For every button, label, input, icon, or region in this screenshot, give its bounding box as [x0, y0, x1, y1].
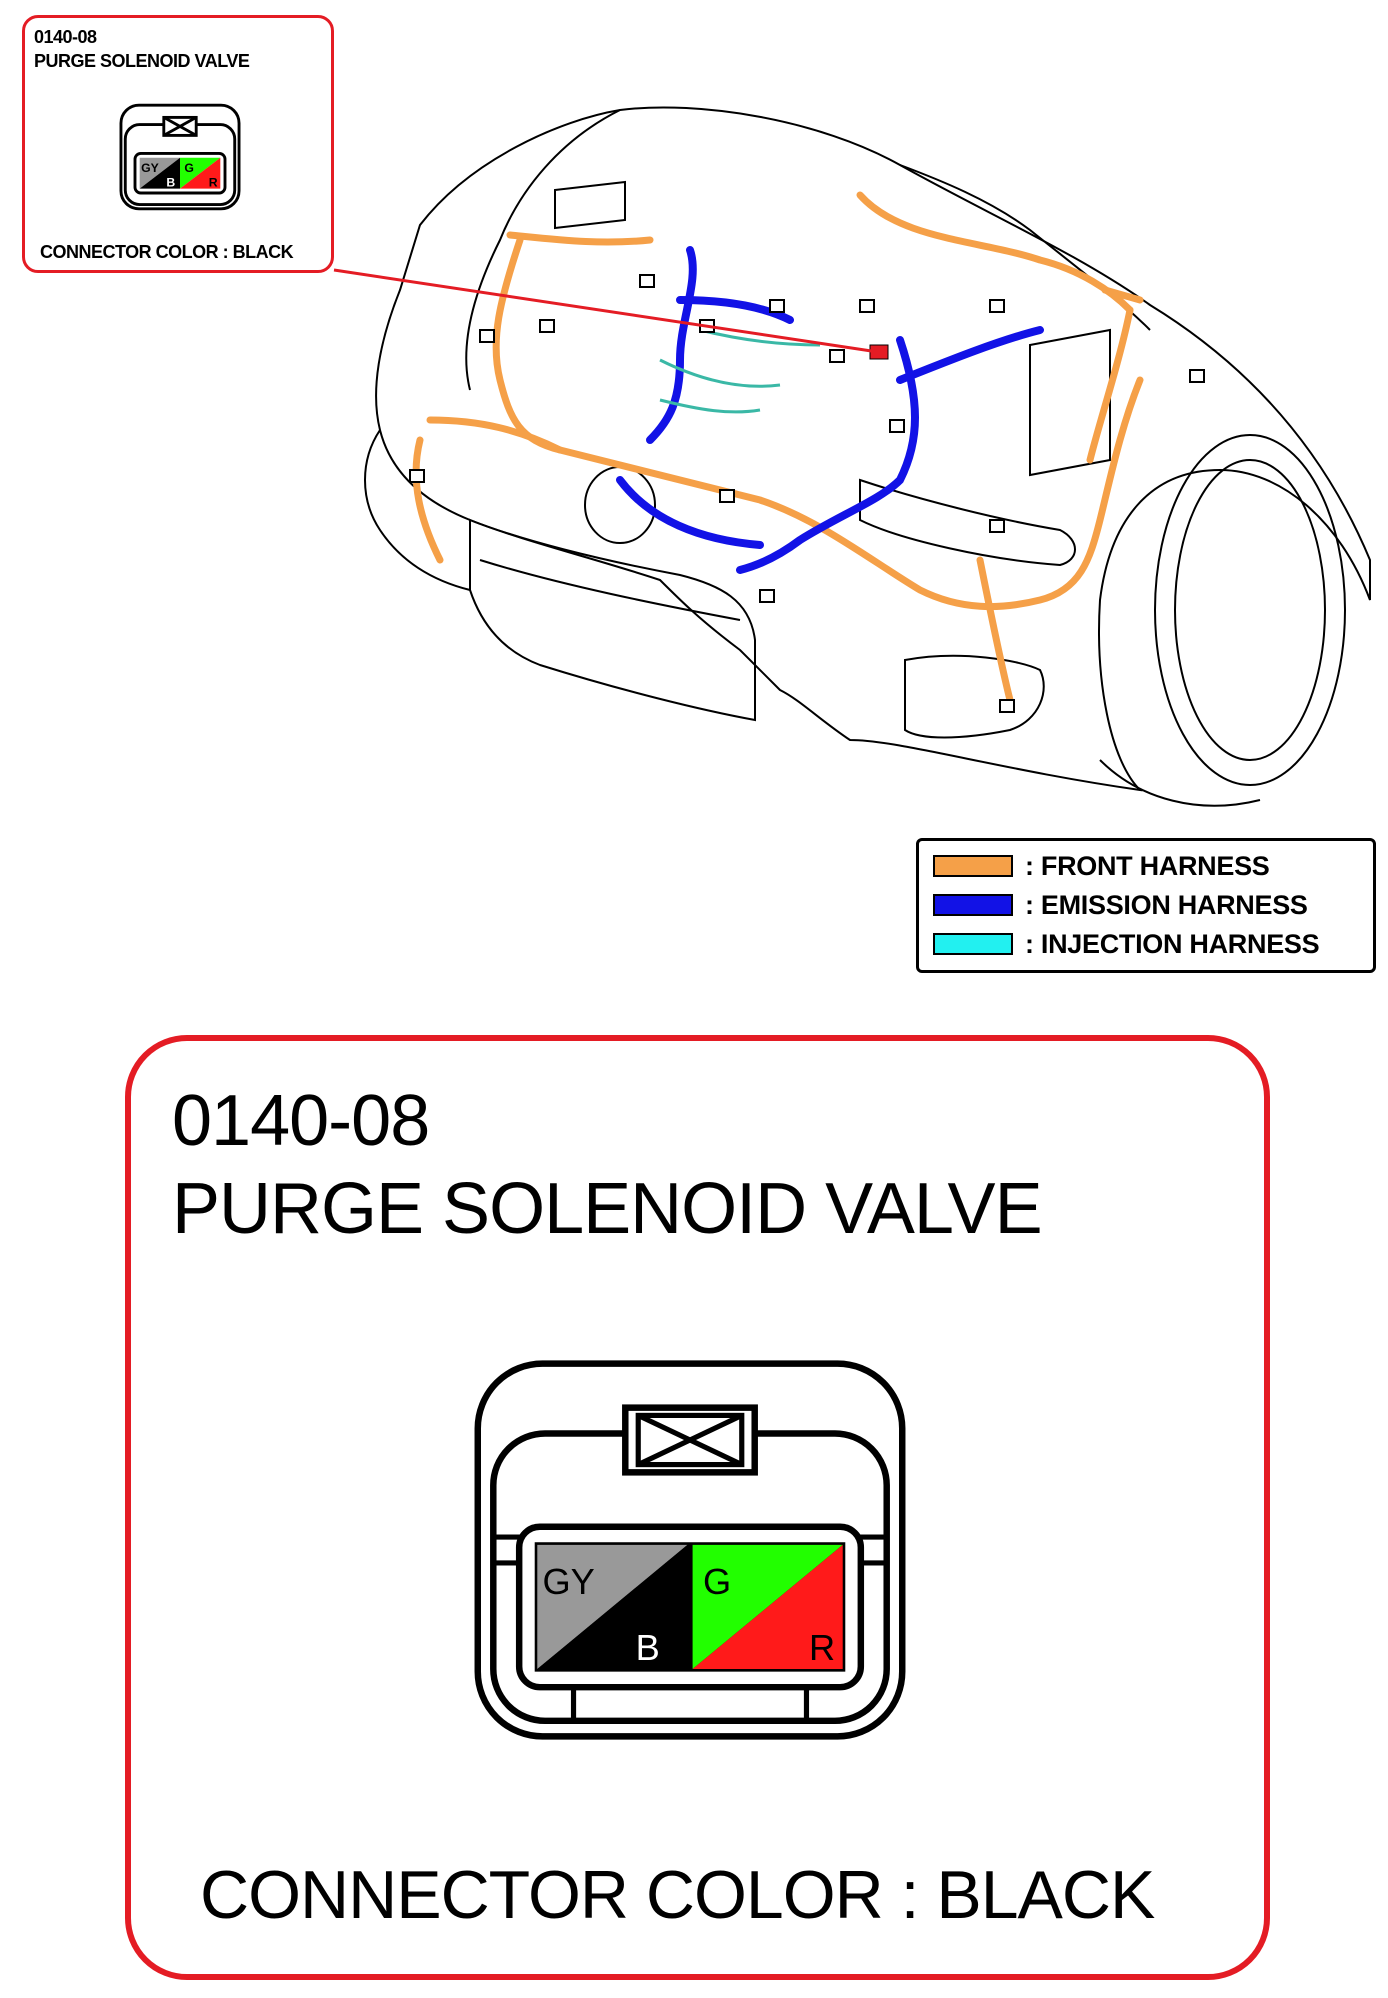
- front-harness-lines: [412, 191, 1144, 704]
- legend-item-emission: : EMISSION HARNESS: [933, 890, 1308, 920]
- small-pin-b-label: B: [166, 176, 175, 190]
- fog-lamp: [904, 654, 1045, 739]
- small-pin-gy-label: GY: [141, 161, 159, 175]
- callout-small-name: PURGE SOLENOID VALVE: [34, 51, 250, 71]
- callout-large-connector-color: CONNECTOR COLOR : BLACK: [200, 1857, 1155, 1933]
- callout-small-code: 0140-08: [34, 27, 97, 47]
- legend-label-front: : FRONT HARNESS: [1025, 850, 1270, 881]
- legend-label-emission: : EMISSION HARNESS: [1025, 889, 1308, 920]
- pin-gy-label: GY: [542, 1561, 594, 1602]
- pin-r-label: R: [809, 1627, 835, 1668]
- callout-large-name: PURGE SOLENOID VALVE: [172, 1169, 1043, 1249]
- harness-connectors: [409, 274, 1205, 713]
- small-pin-g-label: G: [184, 161, 194, 175]
- front-grille: [469, 518, 756, 722]
- headlight: [859, 478, 1076, 567]
- vehicle-harness-diagram: [333, 106, 1371, 807]
- legend-label-injection: : INJECTION HARNESS: [1025, 928, 1320, 959]
- harness-legend: : FRONT HARNESS : EMISSION HARNESS : INJ…: [916, 838, 1376, 973]
- emission-harness-lines: [616, 246, 1044, 574]
- pin-b: [537, 1544, 688, 1670]
- leader-line: [333, 268, 879, 354]
- legend-item-injection: : INJECTION HARNESS: [933, 928, 1320, 959]
- connector-large-icon: GY B G R: [474, 1360, 906, 1740]
- legend-swatch-emission: [933, 894, 1013, 916]
- connector-small-icon: GY B G R: [119, 103, 241, 211]
- pin-g-label: G: [703, 1561, 731, 1602]
- injection-harness-lines: [659, 328, 821, 414]
- callout-small-connector-color: CONNECTOR COLOR : BLACK: [40, 242, 294, 262]
- pin-r: [692, 1544, 843, 1670]
- small-pin-r-label: R: [209, 176, 218, 190]
- legend-swatch-front: [933, 855, 1013, 877]
- callout-large-code: 0140-08: [172, 1081, 430, 1161]
- legend-swatch-injection: [933, 933, 1013, 955]
- legend-item-front: : FRONT HARNESS: [933, 851, 1270, 881]
- front-wheel: [1154, 434, 1346, 786]
- pin-b-label: B: [636, 1627, 660, 1668]
